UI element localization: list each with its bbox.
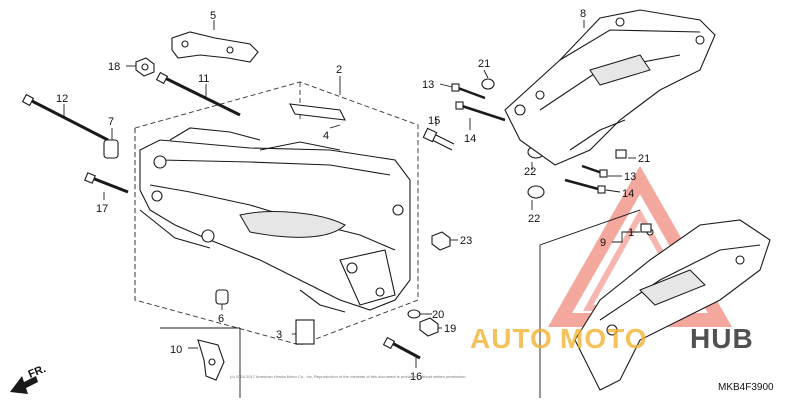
nut-18 <box>135 57 155 77</box>
callout-6: 6 <box>218 313 224 325</box>
part-10-bracket <box>160 327 241 398</box>
bolt-13-lower <box>581 164 608 178</box>
collar-6 <box>215 289 229 305</box>
callout-12: 12 <box>56 93 68 105</box>
nut-19 <box>419 317 439 337</box>
callout-17: 17 <box>96 203 108 215</box>
watermark-word-hub: HUB <box>690 323 754 354</box>
bolt-15 <box>422 127 455 151</box>
subframe-bracket <box>539 209 641 398</box>
callout-10: 10 <box>170 344 182 356</box>
callout-5: 5 <box>210 10 216 22</box>
callout-14-upper: 14 <box>464 133 476 145</box>
callout-13-upper: 13 <box>422 79 434 91</box>
direction-label: FR. <box>27 363 48 381</box>
seat-rail <box>574 219 771 391</box>
nut-21-upper <box>481 78 495 90</box>
callout-19: 19 <box>444 323 456 335</box>
watermark-word-moto: MOTO <box>560 323 647 354</box>
callout-2: 2 <box>336 64 342 76</box>
collar-22-lower <box>527 185 545 199</box>
part-4-guard <box>289 103 346 121</box>
main-frame <box>139 127 411 313</box>
bolt-13-upper <box>451 83 486 100</box>
callout-16: 16 <box>410 371 422 383</box>
watermark-word-auto: AUTO <box>470 323 553 354</box>
callout-labels: 5 2 4 18 11 12 7 17 6 3 10 16 19 20 23 1… <box>56 8 650 383</box>
bolt-16 <box>382 336 421 360</box>
callout-23: 23 <box>460 235 472 247</box>
collar-7 <box>103 139 119 159</box>
front-direction-arrow: FR. <box>10 363 48 394</box>
part-5-bracket <box>171 31 259 63</box>
callout-15: 15 <box>428 115 440 127</box>
callout-8: 8 <box>580 8 586 20</box>
callout-4: 4 <box>323 130 329 142</box>
bolt-17 <box>84 172 129 194</box>
bolt-14-lower <box>564 178 606 194</box>
callout-11: 11 <box>198 73 209 85</box>
main-frame-boundary <box>134 81 419 346</box>
washer-20 <box>407 309 421 319</box>
callout-14-lower: 14 <box>622 188 634 200</box>
callout-22-upper: 22 <box>524 166 536 178</box>
callout-13-lower: 13 <box>624 171 636 183</box>
callout-3: 3 <box>276 329 282 341</box>
bolt-11 <box>155 71 241 117</box>
pad-3 <box>295 319 315 345</box>
nut-23 <box>431 231 451 251</box>
callout-1: 1 <box>628 227 634 239</box>
diagram-code: MKB4F3900 <box>718 382 774 393</box>
callout-18: 18 <box>108 61 120 73</box>
bolt-12 <box>21 93 109 142</box>
callout-21-lower: 21 <box>638 153 650 165</box>
callout-20: 20 <box>432 309 444 321</box>
watermark-text: AUTO MOTO HUB <box>470 323 754 354</box>
copyright-text: (c) 2004-2017 American Honda Motor Co., … <box>230 374 467 379</box>
bolt-14-upper <box>455 101 506 122</box>
nut-21-lower <box>615 149 627 159</box>
callout-7: 7 <box>108 116 114 128</box>
callout-21-upper: 21 <box>478 58 490 70</box>
callout-leaders <box>63 20 636 368</box>
callout-9: 9 <box>600 237 606 249</box>
rear-subframe <box>504 9 716 166</box>
callout-22-lower: 22 <box>528 213 540 225</box>
